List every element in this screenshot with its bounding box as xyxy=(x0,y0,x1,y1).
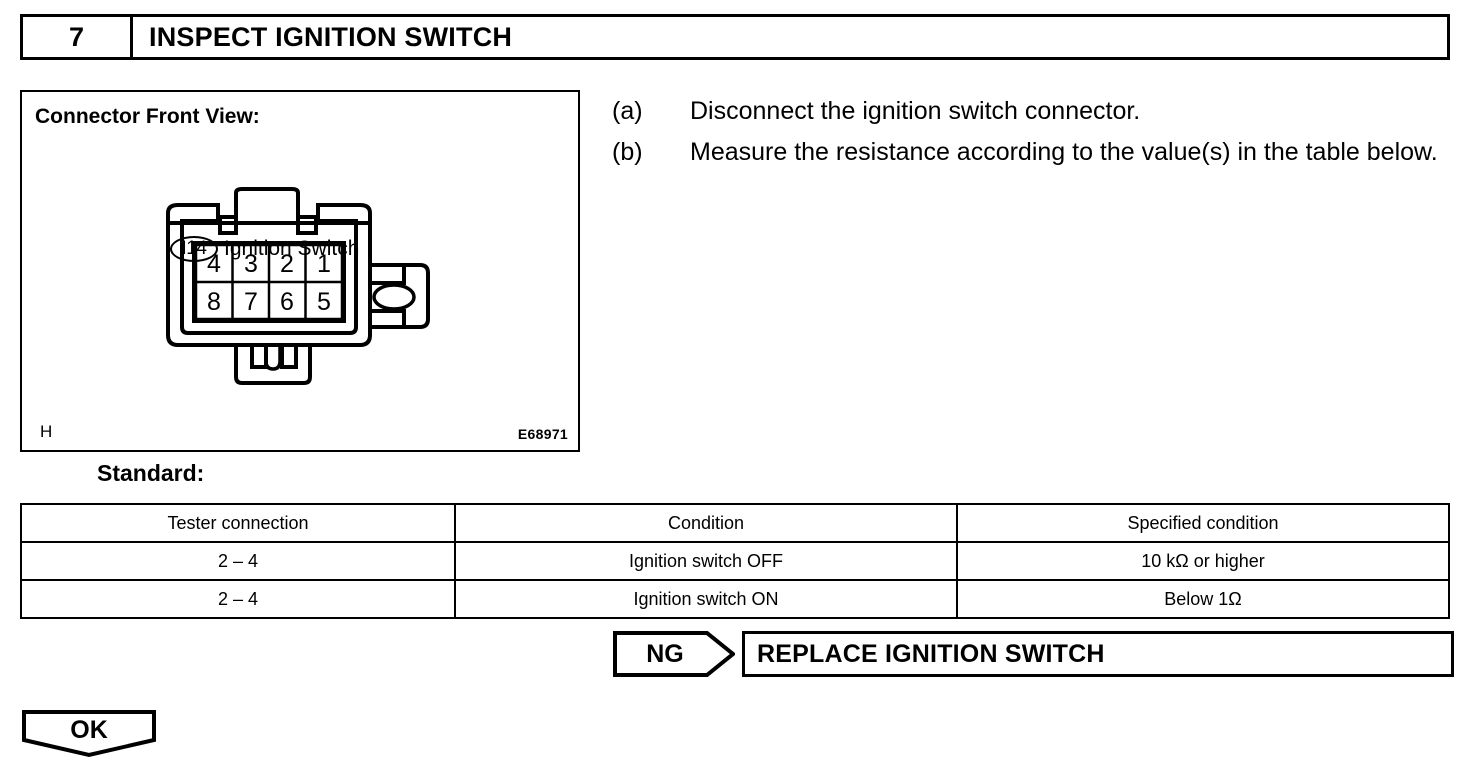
header-specified-condition: Specified condition xyxy=(956,503,1450,543)
cell-specified: 10 kΩ or higher xyxy=(956,541,1450,581)
table-row: 2 – 4 Ignition switch ON Below 1Ω xyxy=(20,579,1450,619)
cell-condition: Ignition switch ON xyxy=(454,579,958,619)
step-number-cell: 7 xyxy=(23,17,133,57)
cell-tester-connection: 2 – 4 xyxy=(20,541,456,581)
illustration-corner-letter: H xyxy=(40,422,53,441)
ok-badge: OK xyxy=(22,710,156,758)
header-tester-connection: Tester connection xyxy=(20,503,456,543)
table-row: 2 – 4 Ignition switch OFF 10 kΩ or highe… xyxy=(20,541,1450,581)
ng-action-box: REPLACE IGNITION SWITCH xyxy=(742,631,1454,677)
cell-condition: Ignition switch OFF xyxy=(454,541,958,581)
instruction-item: (b) Measure the resistance according to … xyxy=(612,133,1462,172)
cell-specified: Below 1Ω xyxy=(956,579,1450,619)
ng-badge: NG xyxy=(613,631,735,677)
ng-badge-label: NG xyxy=(646,639,684,668)
instruction-list: (a) Disconnect the ignition switch conne… xyxy=(612,92,1462,174)
standard-label: Standard: xyxy=(97,460,205,486)
step-title: INSPECT IGNITION SWITCH xyxy=(149,21,513,52)
header-condition: Condition xyxy=(454,503,958,543)
instruction-text: Disconnect the ignition switch connector… xyxy=(690,97,1141,125)
instruction-text: Measure the resistance according to the … xyxy=(690,138,1438,166)
step-number: 7 xyxy=(68,21,85,52)
ng-badge-arrow-shape xyxy=(613,631,735,677)
illustration-caption: Connector Front View: xyxy=(35,105,260,128)
instruction-marker: (b) xyxy=(612,138,643,166)
ok-badge-arrow-shape xyxy=(22,710,156,758)
table-header-row: Tester connection Condition Specified co… xyxy=(20,503,1450,543)
instruction-item: (a) Disconnect the ignition switch conne… xyxy=(612,92,1462,131)
connector-drawing xyxy=(166,187,430,385)
ok-badge-label: OK xyxy=(70,715,108,744)
illustration-figure-code: E68971 xyxy=(517,426,568,442)
step-title-cell: INSPECT IGNITION SWITCH xyxy=(133,17,1447,57)
ng-result-row: NG REPLACE IGNITION SWITCH xyxy=(613,631,1454,677)
cell-tester-connection: 2 – 4 xyxy=(20,579,456,619)
standard-spec-table: Tester connection Condition Specified co… xyxy=(20,503,1450,619)
ng-action-label: REPLACE IGNITION SWITCH xyxy=(757,639,1105,668)
instruction-marker: (a) xyxy=(612,97,643,125)
step-header: 7 INSPECT IGNITION SWITCH xyxy=(20,14,1450,60)
connector-illustration-panel: Connector Front View: I14 Ignition Switc… xyxy=(20,90,580,452)
